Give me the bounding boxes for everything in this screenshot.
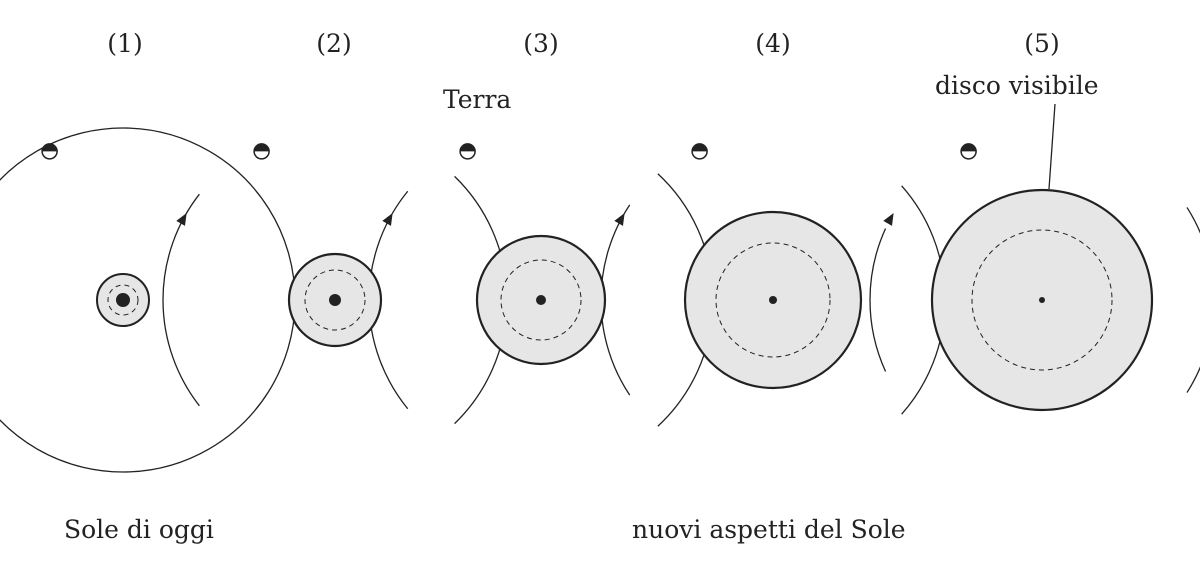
- sun-3: [475, 234, 607, 366]
- sun-2: [287, 252, 383, 348]
- sun-center-4: [769, 296, 777, 304]
- visible-disc-label: disco visibile: [935, 71, 1099, 100]
- orbit-arrow-2: [176, 212, 187, 226]
- sun-core-outline-4: [715, 242, 831, 358]
- sun-core-outline-2: [304, 269, 366, 331]
- stage-label-3: (3): [523, 29, 558, 58]
- earth-markers: [41, 143, 977, 160]
- sun-center-5: [1039, 297, 1045, 303]
- sun-core-outline-1: [107, 284, 139, 316]
- future-sun-label: nuovi aspetti del Sole: [632, 515, 906, 544]
- earth-marker-1: [41, 143, 58, 160]
- stage-label-4: (4): [755, 29, 790, 58]
- sun-center-3: [536, 295, 546, 305]
- sun-1: [96, 273, 150, 327]
- earth-marker-4: [691, 143, 708, 160]
- sun-center-1: [116, 293, 130, 307]
- stage-label-5: (5): [1024, 29, 1059, 58]
- orbit-arrow-4: [614, 212, 625, 226]
- earth-marker-2: [253, 143, 270, 160]
- earth-label: Terra: [443, 85, 511, 114]
- stage-label-2: (2): [316, 29, 351, 58]
- sun-4: [683, 210, 863, 390]
- sun-center-2: [329, 294, 341, 306]
- earth-marker-5: [960, 143, 977, 160]
- sun-core-outline-3: [500, 259, 582, 341]
- today-sun-label: Sole di oggi: [64, 515, 214, 544]
- orbit-arrow-5: [883, 212, 894, 226]
- sun-5: [930, 188, 1154, 412]
- disc-label-leader-line: [1048, 103, 1056, 190]
- sun-core-outline-5: [971, 229, 1113, 371]
- orbit-arrow-3: [382, 212, 393, 226]
- orbit-5: [869, 207, 1200, 393]
- stage-label-1: (1): [107, 29, 142, 58]
- sun-discs: [96, 188, 1154, 412]
- earth-marker-3: [459, 143, 476, 160]
- orbit-direction-arrows: [176, 212, 894, 226]
